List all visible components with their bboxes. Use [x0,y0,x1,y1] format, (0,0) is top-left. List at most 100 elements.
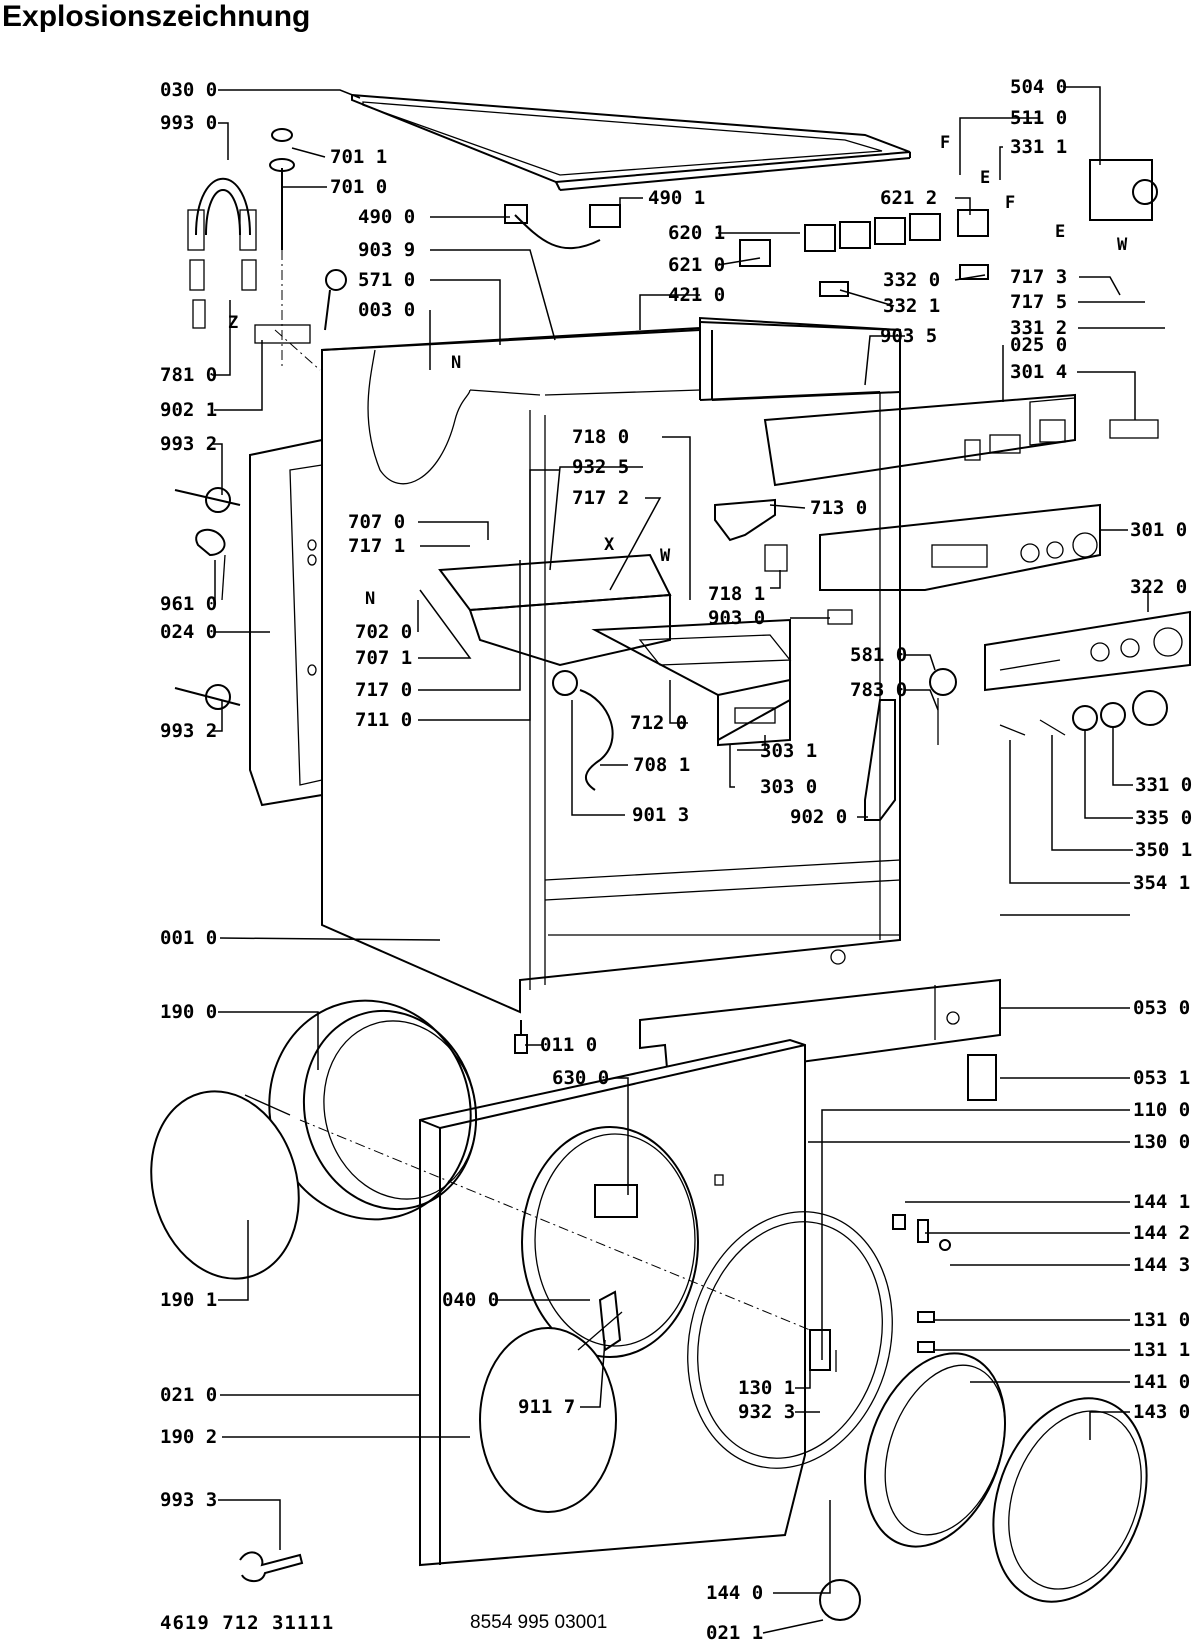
part-label: 303 0 [760,776,817,798]
part-label: 190 1 [160,1289,217,1311]
outer-door-ring [992,1397,1148,1603]
part-label: 902 1 [160,399,217,421]
part-label: 053 1 [1133,1067,1190,1089]
transport-bolts [174,487,241,710]
part-label: 993 0 [160,112,217,134]
marker-letter: E [980,168,990,188]
part-label: 717 3 [1010,266,1067,288]
control-panel-frame [763,393,1159,487]
part-label: 143 0 [1133,1401,1190,1423]
part-label: 630 0 [552,1067,609,1089]
part-label: 303 1 [760,740,817,762]
part-label: 717 1 [348,535,405,557]
rear-panel [249,438,323,807]
door-assembly [150,999,811,1331]
part-label: 718 0 [572,426,629,448]
marker-letter: N [365,589,375,609]
marker-letter: Z [228,313,238,333]
footer-code-right: 8554 995 03001 [470,1612,608,1633]
part-label: 902 0 [790,806,847,828]
drawer-hose [552,670,614,791]
part-label: 144 3 [1133,1254,1190,1276]
part-label: 490 0 [358,206,415,228]
part-label: 301 0 [1130,519,1187,541]
part-label: 130 1 [738,1377,795,1399]
part-label: 903 5 [880,325,937,347]
leader-lines [212,86,1165,1634]
marker-letter: W [1117,235,1128,255]
part-label: 702 0 [355,621,412,643]
part-label: 911 7 [518,1396,575,1418]
lid-screws [269,128,295,370]
valve-assembly [254,269,347,371]
part-label: 620 1 [668,222,725,244]
inner-door-ring [863,1352,1007,1548]
part-label: 717 2 [572,487,629,509]
part-label: 021 0 [160,1384,217,1406]
part-label: 131 1 [1133,1339,1190,1361]
marker-letter: X [604,535,615,555]
panel-overlay [984,610,1191,692]
mains-cable [504,204,621,250]
part-label: 053 0 [1133,997,1190,1019]
part-label: 331 0 [1135,774,1192,796]
marker-letter: N [451,353,461,373]
part-label: 932 5 [572,456,629,478]
part-label: 190 2 [160,1426,217,1448]
detergent-drawer [438,553,792,747]
part-label: 021 1 [706,1622,763,1640]
part-label: 701 1 [330,146,387,168]
part-label: 993 2 [160,433,217,455]
part-label: 708 1 [633,754,690,776]
part-label: 717 0 [355,679,412,701]
part-label: 335 0 [1135,807,1192,829]
top-cover-panel [351,93,911,191]
part-label: 717 5 [1010,291,1067,313]
part-label: 332 0 [883,269,940,291]
part-label: 504 0 [1010,76,1067,98]
part-label: 141 0 [1133,1371,1190,1393]
part-label: 024 0 [160,621,217,643]
part-label: 130 0 [1133,1131,1190,1153]
part-label: 110 0 [1133,1099,1190,1121]
part-label: 131 0 [1133,1309,1190,1331]
part-label: 932 3 [738,1401,795,1423]
part-label: 144 1 [1133,1191,1190,1213]
part-label: 903 0 [708,607,765,629]
part-label: 718 1 [708,583,765,605]
part-label: 322 0 [1130,576,1187,598]
marker-letter: F [1005,193,1015,213]
part-label: 961 0 [160,593,217,615]
part-label: 025 0 [1010,334,1067,356]
part-label: 783 0 [850,679,907,701]
marker-letter: E [1055,222,1065,242]
part-label: 511 0 [1010,107,1067,129]
control-fascia [819,503,1101,591]
part-label: 713 0 [810,497,867,519]
part-label: 331 1 [1010,136,1067,158]
part-label: 350 1 [1135,839,1192,861]
part-label: 701 0 [330,176,387,198]
bracket-strip [864,699,896,821]
programme-switch [1089,159,1158,221]
part-label: 712 0 [630,712,687,734]
knobs [999,690,1168,736]
part-label: 011 0 [540,1034,597,1056]
marker-letter: F [940,133,950,153]
pressure-switch [929,668,957,745]
part-label: 581 0 [850,644,907,666]
part-label: 707 0 [348,511,405,533]
drawer-bracket [714,498,853,625]
part-label: 621 0 [668,254,725,276]
door-glass [479,1311,623,1513]
part-label: 571 0 [358,269,415,291]
relay-blocks [739,209,989,297]
hose-clip [195,528,226,601]
part-label: 001 0 [160,927,217,949]
part-label: 331 2 [1010,317,1067,339]
part-label: 354 1 [1133,872,1190,894]
letter-markers: F E F E W N Z X W N [228,133,1128,609]
hinge-screws [892,1214,951,1353]
inlet-hose [187,178,257,329]
